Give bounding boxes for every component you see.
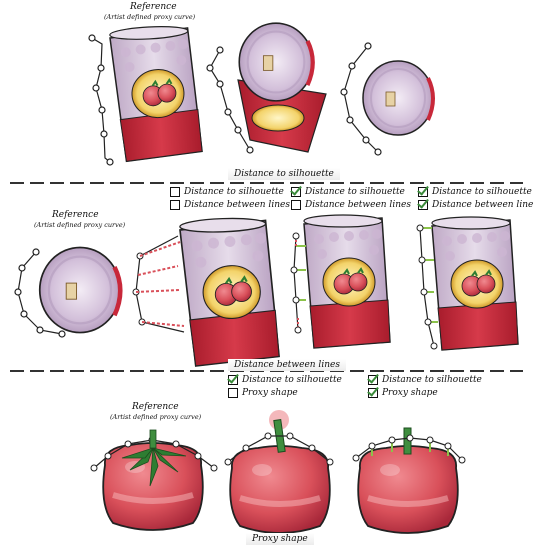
checkbox-checked-icon bbox=[368, 388, 378, 398]
row3-tomato-reference bbox=[91, 430, 217, 530]
row2-section-title: Distance between lines bbox=[228, 359, 346, 371]
row1-proxy-curve bbox=[89, 35, 113, 165]
row3-section-title: Proxy shape bbox=[246, 533, 314, 545]
row1-section-title: Distance to silhouette bbox=[228, 168, 340, 180]
checkbox-unchecked-icon bbox=[170, 200, 180, 210]
checkbox-unchecked-icon bbox=[228, 388, 238, 398]
row2-opt3-sil: Distance to silhouette bbox=[418, 187, 532, 197]
checkbox-unchecked-icon bbox=[170, 187, 180, 197]
row2-can-reference bbox=[40, 247, 121, 332]
row3-tomato-variant-1 bbox=[225, 410, 333, 533]
row3-opt2-proxy: Proxy shape bbox=[368, 388, 438, 398]
row2-reference-sublabel: (Artist defined proxy curve) bbox=[34, 221, 125, 229]
row2-opt1-lines: Distance between lines bbox=[170, 200, 290, 210]
row1-can-tilted bbox=[238, 23, 326, 152]
row1-can-reference bbox=[110, 25, 203, 162]
row2-reference-label: Reference bbox=[52, 210, 99, 220]
row1-reference-sublabel: (Artist defined proxy curve) bbox=[104, 13, 195, 21]
row3-opt2-sil: Distance to silhouette bbox=[368, 375, 482, 385]
row1-reference-label: Reference bbox=[130, 2, 177, 12]
row1-can-lid bbox=[363, 61, 433, 135]
checkbox-checked-icon bbox=[368, 375, 378, 385]
checkbox-checked-icon bbox=[418, 187, 428, 197]
row2-opt3-lines: Distance between lines bbox=[418, 200, 533, 210]
checkbox-checked-icon bbox=[291, 187, 301, 197]
row2-variant-3 bbox=[417, 217, 518, 350]
row3-reference-label: Reference bbox=[132, 402, 179, 412]
row2-opt2-lines: Distance between lines bbox=[291, 200, 411, 210]
checkbox-checked-icon bbox=[418, 200, 428, 210]
checkbox-unchecked-icon bbox=[291, 200, 301, 210]
row3-opt1-proxy: Proxy shape bbox=[228, 388, 298, 398]
row2-opt2-sil: Distance to silhouette bbox=[291, 187, 405, 197]
checkbox-checked-icon bbox=[228, 375, 238, 385]
row2-variant-1 bbox=[133, 217, 279, 367]
row2-variant-2 bbox=[291, 215, 390, 348]
row3-reference-sublabel: (Artist defined proxy curve) bbox=[110, 413, 201, 421]
row3-opt1-sil: Distance to silhouette bbox=[228, 375, 342, 385]
row2-opt1-sil: Distance to silhouette bbox=[170, 187, 284, 197]
row3-tomato-variant-2 bbox=[353, 428, 465, 533]
